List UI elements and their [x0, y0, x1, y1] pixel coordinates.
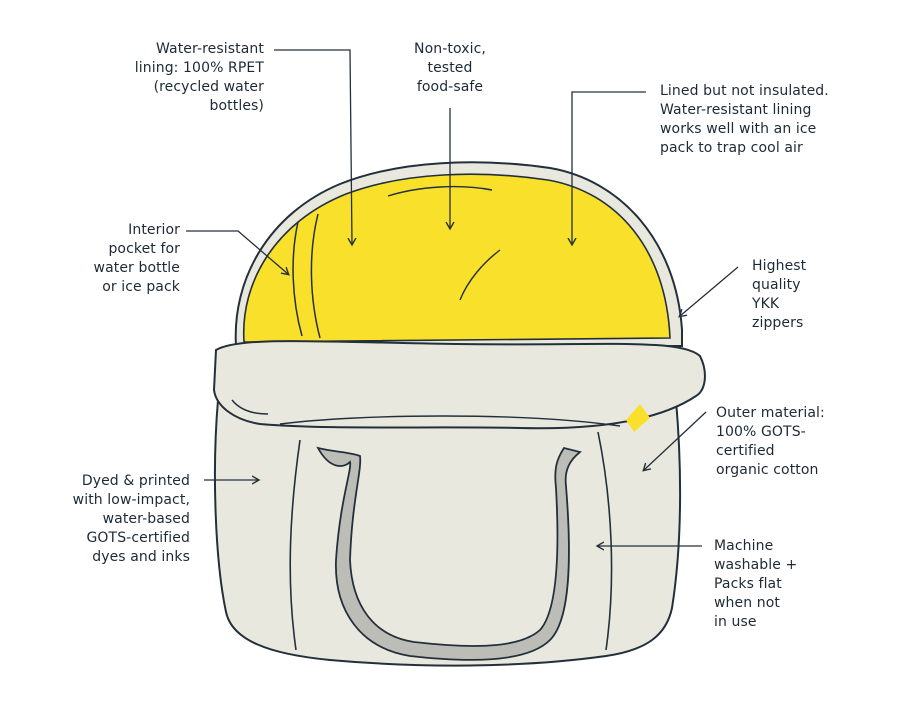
callout-line: Packs flat — [714, 576, 782, 592]
flap-fold — [231, 399, 269, 415]
arrow-icon — [680, 266, 739, 316]
callout-line: certified — [716, 443, 775, 459]
callout-food-safe: Non-toxic, tested food-safe — [400, 40, 500, 97]
side-fold-left — [289, 439, 301, 651]
callout-outer: Outer material: 100% GOTS- certified org… — [716, 404, 825, 480]
callout-line: washable + — [714, 557, 798, 573]
callout-line: water bottle — [93, 260, 180, 276]
callout-line: Interior — [128, 222, 180, 238]
callout-line: dyes and inks — [92, 549, 190, 565]
callout-line: GOTS-certified — [86, 530, 190, 546]
callout-line: Lined but not insulated. — [660, 83, 829, 99]
callout-line: (recycled water — [153, 79, 264, 95]
lining-crease-1 — [387, 185, 493, 197]
callout-insulation: Lined but not insulated. Water-resistant… — [660, 82, 829, 158]
arrow-icon — [274, 49, 352, 244]
arrow-icon — [644, 411, 707, 470]
arrow-icon — [186, 230, 288, 274]
callout-line: Machine — [714, 538, 774, 554]
interior-pocket-line-2 — [310, 213, 321, 339]
callout-line: Outer material: — [716, 405, 825, 421]
callout-line: 100% GOTS- — [716, 424, 806, 440]
interior-pocket-line-1 — [292, 221, 303, 337]
callout-line: water-based — [102, 511, 190, 527]
callout-line: zippers — [752, 315, 804, 331]
side-fold-right — [597, 431, 613, 651]
callout-line: food-safe — [416, 79, 484, 95]
callout-line: pocket for — [108, 241, 180, 257]
callout-pocket: Interior pocket for water bottle or ice … — [94, 221, 180, 297]
callout-line: Water-resistant lining — [660, 102, 812, 118]
callout-dyes: Dyed & printed with low-impact, water-ba… — [73, 472, 190, 567]
callout-line: pack to trap cool air — [660, 140, 803, 156]
callout-line: organic cotton — [716, 462, 819, 478]
lining-dome — [242, 173, 671, 343]
arrow-icon — [572, 91, 646, 244]
interior-shadow — [279, 415, 621, 427]
callout-line: Highest — [752, 258, 807, 274]
callout-zippers: Highest quality YKK zippers — [752, 257, 806, 333]
callout-line: with low-impact, — [72, 492, 190, 508]
callout-line: quality — [752, 277, 801, 293]
callout-line: Water-resistant — [155, 41, 264, 57]
callout-washable: Machine washable + Packs flat when not i… — [714, 537, 797, 632]
handle-left — [316, 446, 582, 661]
callout-line: bottles) — [209, 98, 264, 114]
callout-line: or ice pack — [102, 279, 180, 295]
lining-crease-2 — [459, 249, 501, 301]
front-flap — [212, 340, 706, 430]
callout-line: works well with an ice — [660, 121, 817, 137]
brand-tag — [626, 404, 650, 432]
callout-line: tested — [427, 60, 473, 76]
callout-line: Non-toxic, — [414, 41, 486, 57]
callout-line: lining: 100% RPET — [134, 60, 264, 76]
callout-line: YKK — [752, 296, 780, 312]
callout-line: when not — [714, 595, 780, 611]
callout-lining: Water-resistant lining: 100% RPET (recyc… — [135, 40, 264, 116]
callout-line: in use — [714, 614, 757, 630]
callout-line: Dyed & printed — [81, 473, 190, 489]
